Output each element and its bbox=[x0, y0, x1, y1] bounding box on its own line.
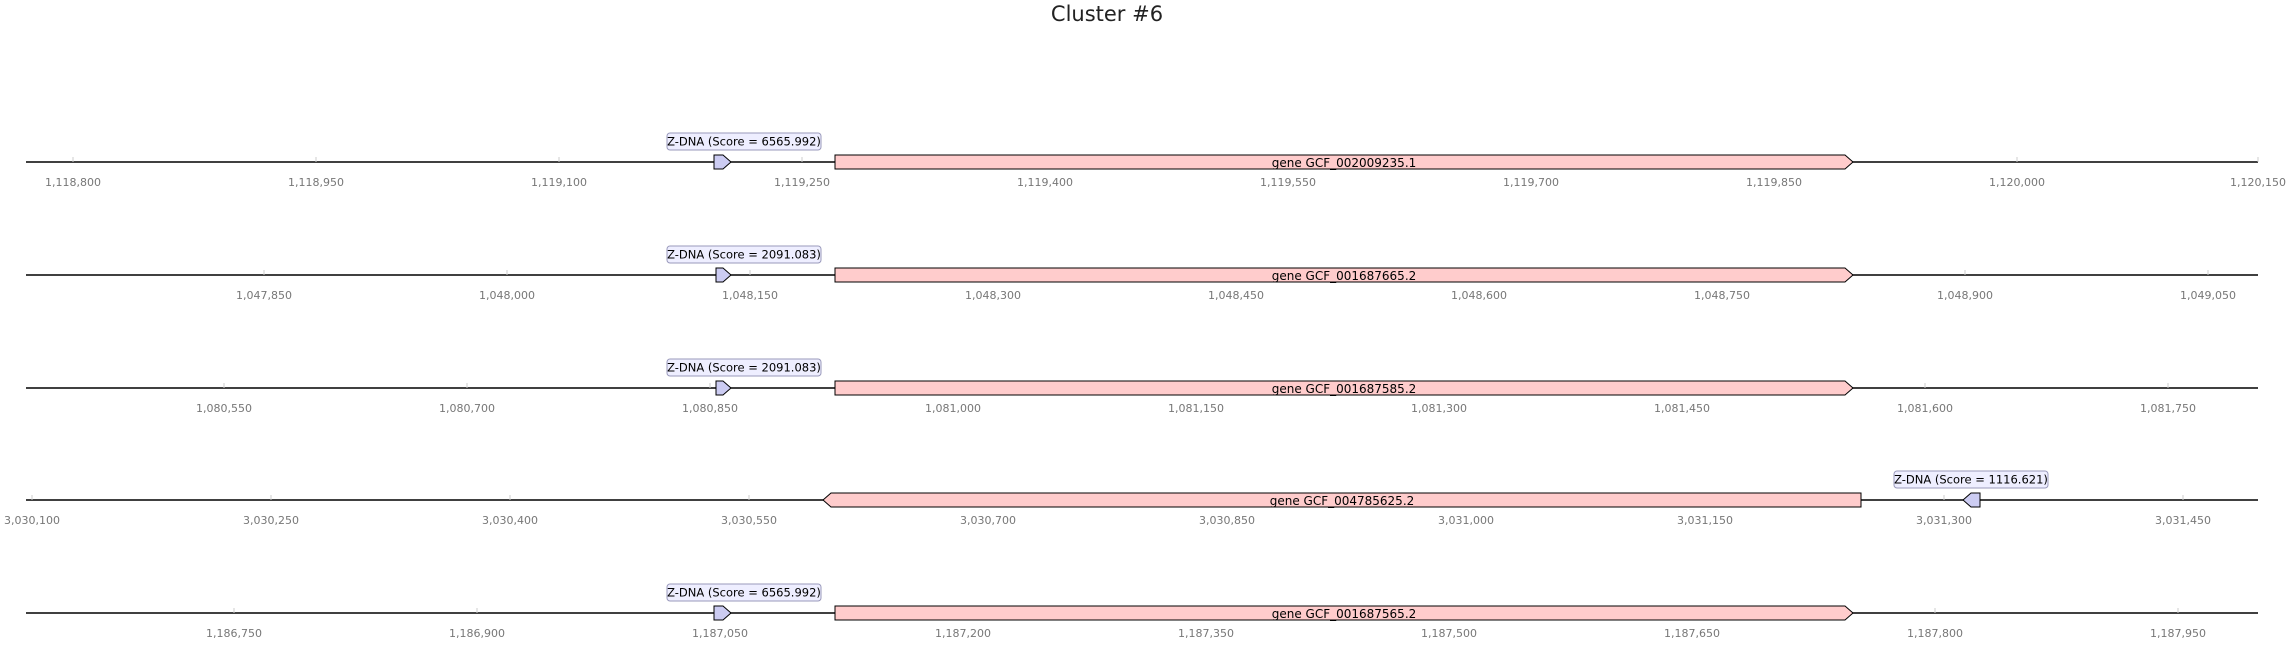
tick-label: 1,080,700 bbox=[439, 402, 495, 415]
zdna-arrow bbox=[713, 605, 732, 621]
gene-arrow bbox=[834, 380, 1854, 396]
tick-label: 1,080,850 bbox=[682, 402, 738, 415]
tick-label: 1,081,450 bbox=[1654, 402, 1710, 415]
tick-label: 1,081,150 bbox=[1168, 402, 1224, 415]
tick-label: 3,030,400 bbox=[482, 514, 538, 527]
zdna-label: Z-DNA (Score = 6565.992) bbox=[667, 135, 821, 149]
tick-label: 1,081,000 bbox=[925, 402, 981, 415]
tick-label: 1,120,150 bbox=[2230, 176, 2286, 189]
gene-label: gene GCF_001687665.2 bbox=[1272, 269, 1417, 283]
track: 1,118,800 1,118,950 1,119,100 1,119,250 1,11… bbox=[26, 132, 2286, 189]
tick-label: 3,030,250 bbox=[243, 514, 299, 527]
tick-label: 3,030,850 bbox=[1199, 514, 1255, 527]
zdna-label-box bbox=[666, 132, 822, 151]
zdna-label: Z-DNA (Score = 6565.992) bbox=[667, 586, 821, 600]
track: 1,186,750 1,186,900 1,187,050 1,187,200 1,18… bbox=[26, 583, 2258, 640]
tick-label: 1,187,500 bbox=[1421, 627, 1477, 640]
track: 1,047,850 1,048,000 1,048,150 1,048,300 1,04… bbox=[26, 245, 2258, 302]
tick-label: 1,048,000 bbox=[479, 289, 535, 302]
diagram-title: Cluster #6 bbox=[1050, 2, 1164, 26]
gene-arrow bbox=[834, 605, 1854, 621]
track: 3,030,100 3,030,250 3,030,400 3,030,550 3,03… bbox=[4, 470, 2258, 527]
zdna-arrow bbox=[713, 154, 732, 170]
tick-label: 1,081,750 bbox=[2140, 402, 2196, 415]
gene-label: gene GCF_002009235.1 bbox=[1272, 156, 1417, 170]
zdna-label-box bbox=[666, 583, 822, 602]
tick-label: 1,118,950 bbox=[288, 176, 344, 189]
tick-label: 3,030,700 bbox=[960, 514, 1016, 527]
zdna-label: Z-DNA (Score = 2091.083) bbox=[667, 361, 821, 375]
tick-label: 1,187,800 bbox=[1907, 627, 1963, 640]
gene-label: gene GCF_001687565.2 bbox=[1272, 607, 1417, 621]
tick-label: 1,119,250 bbox=[774, 176, 830, 189]
tick-label: 3,031,150 bbox=[1677, 514, 1733, 527]
zdna-label: Z-DNA (Score = 1116.621) bbox=[1894, 473, 2048, 487]
tick-label: 1,118,800 bbox=[45, 176, 101, 189]
tick-label: 3,031,000 bbox=[1438, 514, 1494, 527]
tick-label: 1,119,100 bbox=[531, 176, 587, 189]
tick-label: 1,187,050 bbox=[692, 627, 748, 640]
zdna-label-box bbox=[1893, 470, 2049, 489]
tick-label: 3,030,100 bbox=[4, 514, 60, 527]
zdna-arrow bbox=[1962, 492, 1981, 508]
tick-label: 1,119,700 bbox=[1503, 176, 1559, 189]
gene-arrow bbox=[822, 492, 1862, 508]
gene-arrow bbox=[834, 267, 1854, 283]
zdna-arrow bbox=[715, 267, 732, 283]
tick-label: 1,187,200 bbox=[935, 627, 991, 640]
gene-label: gene GCF_004785625.2 bbox=[1270, 494, 1415, 508]
tick-label: 3,031,450 bbox=[2155, 514, 2211, 527]
gene-label: gene GCF_001687585.2 bbox=[1272, 382, 1417, 396]
tick-label: 1,119,400 bbox=[1017, 176, 1073, 189]
tick-label: 1,186,750 bbox=[206, 627, 262, 640]
tick-label: 1,081,300 bbox=[1411, 402, 1467, 415]
zdna-label: Z-DNA (Score = 2091.083) bbox=[667, 248, 821, 262]
tick-label: 1,049,050 bbox=[2180, 289, 2236, 302]
tick-label: 1,048,150 bbox=[722, 289, 778, 302]
tick-label: 1,186,900 bbox=[449, 627, 505, 640]
tick-label: 1,120,000 bbox=[1989, 176, 2045, 189]
zdna-label-box bbox=[666, 358, 822, 377]
zdna-label-box bbox=[666, 245, 822, 264]
zdna-arrow bbox=[715, 380, 732, 396]
tick-label: 1,187,350 bbox=[1178, 627, 1234, 640]
tick-label: 1,187,950 bbox=[2150, 627, 2206, 640]
tick-label: 1,080,550 bbox=[196, 402, 252, 415]
tick-label: 1,119,550 bbox=[1260, 176, 1316, 189]
tick-label: 1,081,600 bbox=[1897, 402, 1953, 415]
tick-label: 3,030,550 bbox=[721, 514, 777, 527]
tick-label: 1,048,300 bbox=[965, 289, 1021, 302]
gene-arrow bbox=[834, 154, 1854, 170]
tick-label: 1,047,850 bbox=[236, 289, 292, 302]
track: 1,080,550 1,080,700 1,080,850 1,081,000 1,08… bbox=[26, 358, 2258, 415]
tick-label: 1,048,900 bbox=[1937, 289, 1993, 302]
tick-label: 1,048,600 bbox=[1451, 289, 1507, 302]
tick-label: 1,048,450 bbox=[1208, 289, 1264, 302]
tick-label: 1,187,650 bbox=[1664, 627, 1720, 640]
tick-label: 1,119,850 bbox=[1746, 176, 1802, 189]
tick-label: 3,031,300 bbox=[1916, 514, 1972, 527]
tick-label: 1,048,750 bbox=[1694, 289, 1750, 302]
